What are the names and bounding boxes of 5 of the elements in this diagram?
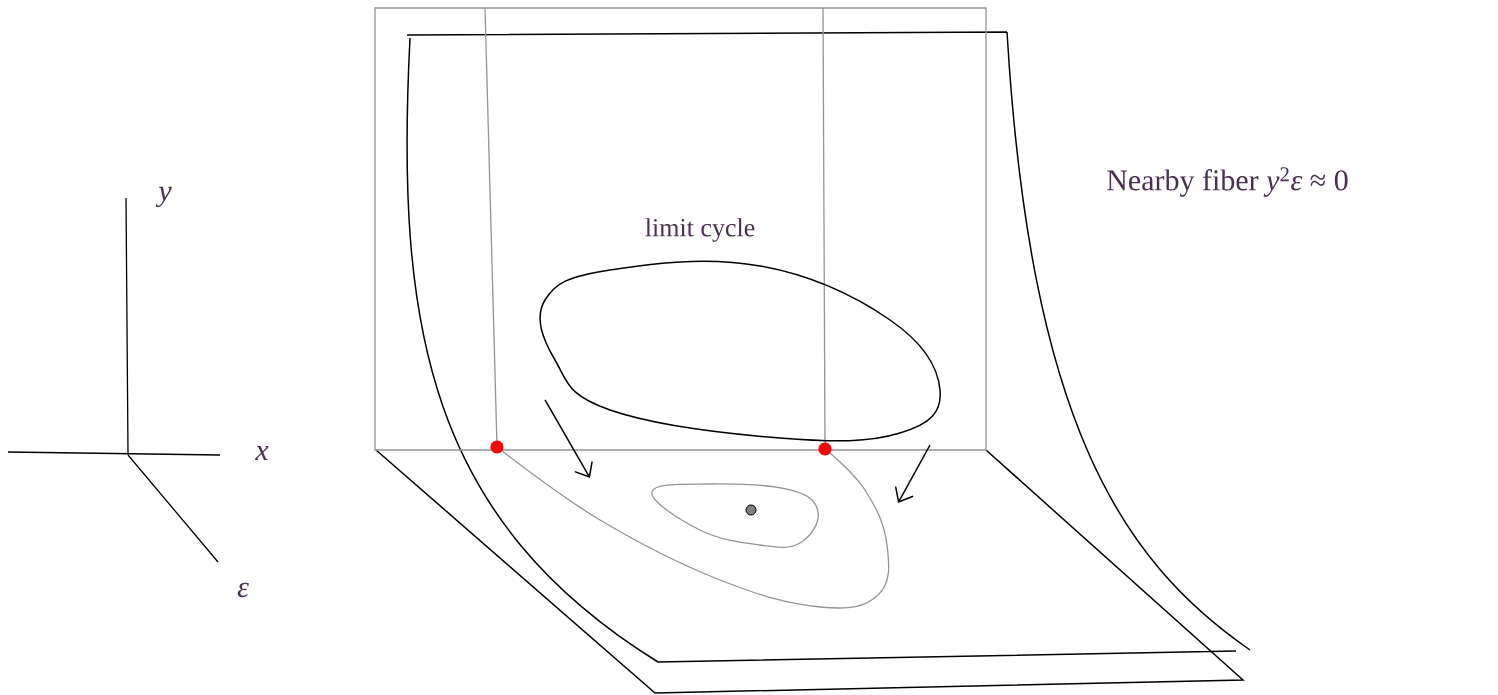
- annotation: Nearby fiber y$^{2}$ε ≈ 0: [1107, 167, 1348, 197]
- axis-label: y: [155, 186, 172, 208]
- curve-label: limit cycle: [645, 218, 755, 242]
- axis-label: x: [255, 446, 269, 460]
- axis-label: ε: [237, 582, 249, 598]
